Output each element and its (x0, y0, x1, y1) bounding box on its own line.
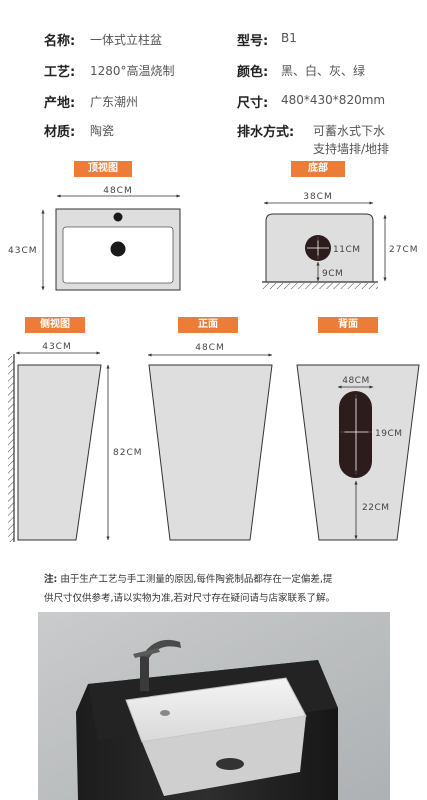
spec-process-value: 1280°高温烧制 (90, 64, 175, 78)
bottom-depth-label: 27CM (389, 245, 419, 255)
back-drain-slot (339, 391, 372, 478)
dimension-diagram: 48CM 43CM 38CM 11CM 9CM 27CM 43CM 82CM (8, 186, 420, 542)
top-width-label: 48CM (103, 186, 133, 196)
faucet-hole (113, 212, 123, 222)
bottom-view-tag: 底部 (291, 161, 345, 177)
spec-color-label: 颜色: (237, 65, 269, 80)
back-view-tag: 背面 (318, 317, 378, 333)
front-width-label: 48CM (195, 343, 225, 353)
spec-name-value: 一体式立柱盆 (90, 33, 163, 47)
bottom-view: 38CM 11CM 9CM 27CM (262, 192, 419, 289)
spec-material-value: 陶瓷 (90, 124, 115, 138)
wall-hatch (8, 356, 14, 542)
spec-size-label: 尺寸: (237, 96, 269, 111)
spec-drain-value-2: 支持墙排/地排 (313, 142, 390, 156)
basin-bowl-inner (142, 716, 306, 796)
side-view-tag: 侧视图 (25, 317, 85, 333)
faucet-lever (133, 648, 160, 658)
floor-hatch (262, 283, 378, 289)
note-line-1: 由于生产工艺与手工测量的原因,每件陶瓷制品都存在一定偏差,提 (60, 574, 333, 585)
back-view: 48CM 19CM 22CM (296, 364, 420, 541)
side-view-outline (17, 364, 102, 541)
faucet-base (135, 691, 153, 697)
spec-name-label: 名称: (44, 34, 76, 49)
side-view: 43CM 82CM (8, 342, 143, 542)
bottom-width-label: 38CM (303, 192, 333, 202)
top-view: 48CM 43CM (8, 186, 181, 291)
back-slot-bottom-label: 22CM (362, 503, 390, 513)
front-view-tag: 正面 (178, 317, 238, 333)
front-view-outline (148, 364, 273, 541)
spec-model-label: 型号: (237, 34, 269, 49)
back-slot-width-label: 48CM (342, 376, 370, 386)
spec-size-value: 480*430*820mm (281, 93, 386, 107)
spec-origin-value: 广东潮州 (90, 95, 139, 109)
top-depth-label: 43CM (8, 246, 38, 256)
top-view-tag: 顶视图 (74, 161, 132, 177)
back-slot-height-label: 19CM (375, 429, 403, 439)
bowl-drain (216, 758, 244, 770)
note-label: 注: (44, 574, 58, 585)
spec-process-label: 工艺: (44, 65, 76, 80)
spec-origin-label: 产地: (44, 96, 76, 111)
bottom-hole-label: 11CM (333, 245, 361, 255)
height-label: 82CM (113, 448, 143, 458)
drain-hole (110, 241, 126, 257)
faucet-stem (140, 654, 149, 694)
front-view: 48CM (147, 343, 273, 541)
product-photo (38, 612, 390, 800)
overflow-hole (160, 710, 170, 716)
bottom-offset-label: 9CM (322, 269, 343, 279)
spec-drain-value-1: 可蓄水式下水 (313, 124, 386, 138)
spec-color-value: 黑、白、灰、绿 (281, 64, 366, 78)
note-line-2: 供尺寸仅供参考,请以实物为准,若对尺寸存在疑问请与店家联系了解。 (44, 593, 336, 604)
disclaimer-note: 注: 由于生产工艺与手工测量的原因,每件陶瓷制品都存在一定偏差,提 供尺寸仅供参… (44, 570, 404, 608)
side-depth-label: 43CM (42, 342, 72, 352)
spec-material-label: 材质: (44, 125, 76, 140)
spec-drain-label: 排水方式: (237, 125, 295, 140)
spec-model-value: B1 (281, 31, 297, 45)
